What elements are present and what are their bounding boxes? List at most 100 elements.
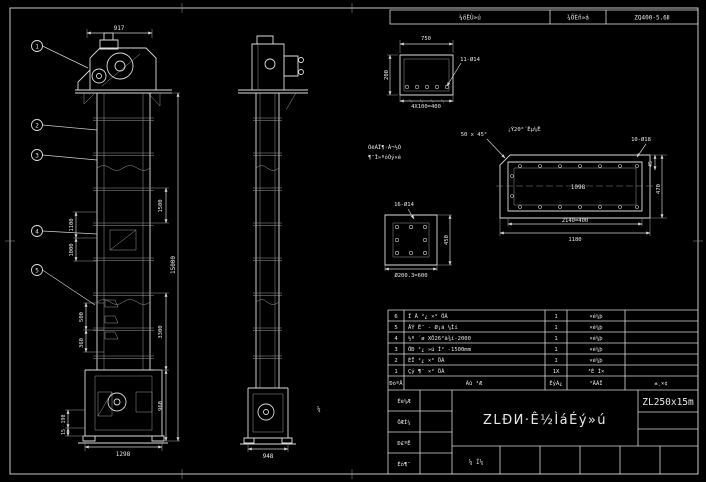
front-view-structure [75,32,172,444]
dim-b-hole-spacing: 2140=400 [562,218,589,224]
part-name-5: ÂÝ Ë¨ - Ø¡ã ¼Ìí [408,324,458,331]
part-mat-5: ×é¼þ [589,324,602,331]
dim-b-length: 1180 [568,237,581,243]
balloon-3 [31,149,43,161]
part-name-2: ÉÏ ²¿ ×° ÖÃ [408,356,445,364]
title-label-sheet: ¼ Í¼ [469,458,484,466]
part-qty-3: 1 [554,347,557,353]
title-block: Éè¼Æ ÖÆÍ¼ Ð£ºË Éó¶¨ ¼ Í¼ ZLÐͶ·Ê½ÌáÉý»ú Z… [387,390,698,474]
front-view-balloons: 1 2 3 4 5 [31,40,98,306]
balloon-1 [31,40,43,52]
side-view-structure [238,35,308,445]
title-label-approve: Éó¶¨ [397,460,410,468]
part-name-3: ÖÐ ²¿ »ú Í² -1500mm [408,345,472,353]
dim-a-bottom: 4X100=400 [411,104,441,110]
table-header-qty: ÊýÁ¿ [549,379,562,387]
drawing-title: ZLÐͶ·Ê½ÌáÉý»ú [483,412,607,428]
part-name-4: ½º ´ø XÔ26²ã¾í-2000 [408,335,471,342]
header-cell-type: ¾ÕÈñ»á [567,14,589,22]
balloon-5-label: 5 [35,268,39,275]
bucket-shapes [104,299,119,340]
part-name-1: Çý ¶¯ ×° ÖÃ [408,368,445,375]
note-b: ¡Ý20°´Êµ¼Ê [507,125,540,133]
detail-a: 750 200 11-Ø14 4X100=400 [384,36,481,110]
dim-b-chamfer: 50 x 45° [461,132,488,138]
balloon-2 [31,119,43,131]
balloon-4 [31,225,43,237]
balloon-4-label: 4 [35,229,39,236]
dim-overall-height: 15000 [170,256,177,274]
balloon-5 [31,264,43,276]
dim-1000: 1000 [69,243,75,256]
sheet-frame [5,3,703,479]
part-no-4: 4 [394,336,398,342]
side-view: 948 ¼ [238,35,321,460]
detail-notes: ÓëÁÏ¶·Á¬½Ó ¶¨Î»ºóÒý×ê [368,144,401,161]
dim-base-width: 1298 [116,451,131,458]
tail-pulley-circle [107,392,127,412]
part-name-6: Ï Â ²¿ ×° ÖÃ [408,313,448,320]
dim-15: 15 [61,429,67,435]
part-mat-4: ×é¼þ [589,335,602,342]
header-cell-model: ZQ400-5.6Ⅱ [634,15,670,22]
part-qty-2: 1 [554,358,557,364]
dim-a-left: 200 [384,70,390,80]
table-header-material: ²ÄÁÏ [589,380,602,387]
balloon-2-label: 2 [35,123,39,130]
detail-c: 16-Ø14 450 Ø200.3=600 [384,201,452,279]
part-mat-1: ³É Ì× [588,367,605,375]
dim-a-top: 750 [421,36,431,42]
dim-c-side: 450 [444,235,450,245]
part-mat-2: ×é¼þ [589,357,602,364]
note-line-1: ÓëÁÏ¶·Á¬½Ó [368,144,401,151]
dim-side-base-width: 948 [263,453,274,460]
title-label-design: Éè¼Æ [397,397,411,405]
header-cell-reducer: ¼õËÙ»ú [459,15,481,22]
part-no-6: 6 [394,314,397,320]
part-qty-5: 1 [554,325,557,331]
dim-1100: 1100 [69,218,75,231]
dim-360: 360 [79,338,85,348]
part-no-1: 1 [394,369,397,375]
balloon-3-label: 3 [35,153,39,160]
dim-b-edge: 45 [648,161,654,167]
drive-pulley-circle [106,52,134,80]
dim-500: 500 [79,312,85,322]
part-mat-3: ×é¼þ [589,346,602,353]
title-label-check: Ð£ºË [397,440,410,447]
dim-b-inner-width: 1098 [571,184,586,191]
dim-boot-height: 960 [158,401,164,411]
dim-a-holes: 11-Ø14 [460,56,481,63]
title-label-draft: ÖÆÍ¼ [397,418,410,426]
part-no-5: 5 [394,325,397,331]
drawing-number: ZL250x15m [642,397,694,408]
dim-b-holes: 10-Ø18 [631,136,651,143]
inspection-door [109,229,137,251]
dim-c-bolt-circle: Ø200.3=600 [394,272,427,279]
header-strip: ¼õËÙ»ú ¾ÕÈñ»á ZQ400-5.6Ⅱ [389,9,699,25]
dim-top-width: 917 [114,25,125,32]
dim-lower-section: 3300 [158,325,164,338]
table-header-name: Ãû ³Æ [466,380,483,387]
dim-b-height: 470 [656,184,662,194]
part-qty-4: 1 [554,336,557,342]
part-no-2: 2 [394,358,397,364]
note-line-2: ¶¨Î»ºóÒý×ê [368,154,401,161]
table-header-remark: ±¸×¢ [654,381,667,387]
dim-section-height: 1500 [158,199,164,212]
parts-table: 6 Ï Â ²¿ ×° ÖÃ 1 ×é¼þ 5 ÂÝ Ë¨ - Ø¡ã ¼Ìí … [387,309,698,391]
part-qty-1: 1X [553,369,560,375]
part-mat-6: ×é¼þ [589,313,602,320]
part-no-3: 3 [394,347,397,353]
table-header-no: ÐòºÅ [389,380,403,387]
detail-b: 50 x 45° ¡Ý20°´Êµ¼Ê 1098 10-Ø18 470 45 2… [461,125,667,243]
balloon-1-label: 1 [35,44,39,51]
front-view-dimensions: 917 15000 1500 3300 960 1100 1000 500 36… [61,25,180,458]
part-qty-6: 1 [554,314,557,320]
section-mark: ¼ [317,406,321,413]
dim-c-holes: 16-Ø14 [394,201,415,208]
front-view: 917 15000 1500 3300 960 1100 1000 500 36… [31,25,180,458]
dim-190: 190 [61,414,67,423]
